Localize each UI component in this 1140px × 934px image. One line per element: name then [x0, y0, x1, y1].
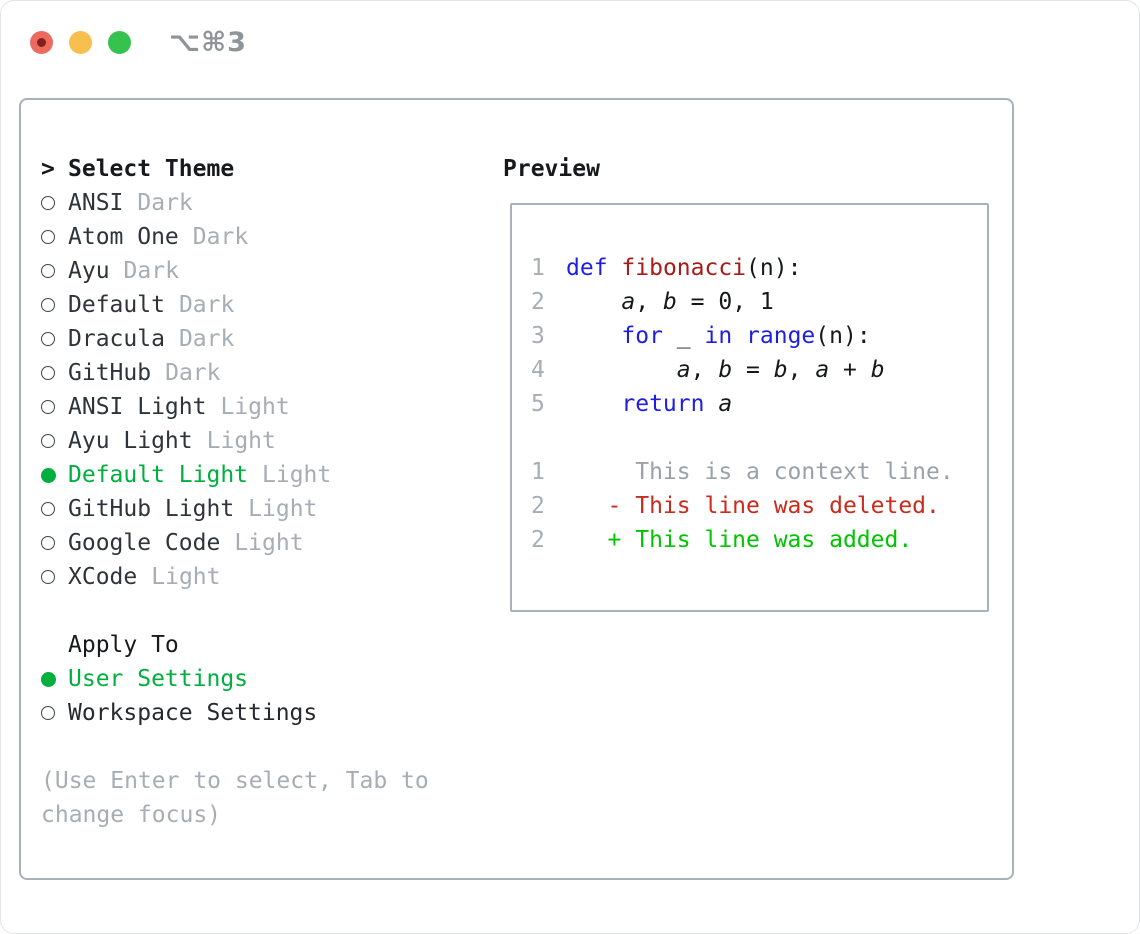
radio-off-icon: [41, 502, 68, 516]
diff-context-line: 1 This is a context line.: [531, 459, 954, 485]
code-line-2: 2 a, b = 0, 1: [531, 289, 774, 315]
titlebar: ⌥⌘3: [30, 27, 247, 58]
minimize-button-icon[interactable]: [69, 31, 92, 54]
theme-option-default-dark[interactable]: Default Dark: [41, 288, 429, 322]
apply-to-title: Apply To: [68, 632, 179, 658]
code-line-3: 3 for _ in range(n):: [531, 323, 871, 349]
theme-name: ANSI: [68, 190, 124, 216]
theme-name: Ayu: [68, 258, 110, 284]
theme-variant: Dark: [165, 360, 221, 386]
theme-variant: Light: [262, 462, 332, 488]
radio-off-icon: [41, 264, 68, 278]
theme-name: Default Light: [68, 462, 249, 488]
apply-option-label: User Settings: [68, 666, 249, 692]
diff-added-line: 2 + This line was added.: [531, 527, 913, 553]
radio-off-icon: [41, 536, 68, 550]
code-line-5: 5 return a: [531, 391, 733, 417]
theme-option-dracula-dark[interactable]: Dracula Dark: [41, 322, 429, 356]
radio-off-icon: [41, 434, 68, 448]
theme-name: Dracula: [68, 326, 165, 352]
theme-variant: Light: [248, 496, 318, 522]
theme-name: Atom One: [68, 224, 179, 250]
theme-list-column: > Select Theme ANSI Dark Atom One Dark A…: [41, 152, 429, 832]
theme-variant: Light: [234, 530, 304, 556]
theme-name: Google Code: [68, 530, 221, 556]
apply-option-label: Workspace Settings: [68, 700, 318, 726]
theme-selector-panel: > Select Theme ANSI Dark Atom One Dark A…: [19, 98, 1014, 880]
zoom-button-icon[interactable]: [108, 31, 131, 54]
code-blank-line: [531, 421, 987, 455]
theme-option-ayu-light[interactable]: Ayu Light Light: [41, 424, 429, 458]
apply-to-header: Apply To: [41, 628, 429, 662]
theme-option-ansi-dark[interactable]: ANSI Dark: [41, 186, 429, 220]
radio-off-icon: [41, 230, 68, 244]
hint-line-2: change focus): [41, 802, 222, 828]
radio-on-icon: [41, 671, 68, 687]
theme-option-ansi-light[interactable]: ANSI Light Light: [41, 390, 429, 424]
select-theme-header: > Select Theme: [41, 152, 429, 186]
apply-option-workspace-settings[interactable]: Workspace Settings: [41, 696, 429, 730]
theme-name: Ayu Light: [68, 428, 193, 454]
radio-off-icon: [41, 298, 68, 312]
radio-off-icon: [41, 366, 68, 380]
theme-name: ANSI Light: [68, 394, 207, 420]
radio-off-icon: [41, 706, 68, 720]
select-theme-title: Select Theme: [68, 156, 235, 182]
radio-off-icon: [41, 332, 68, 346]
theme-variant: Dark: [178, 326, 235, 352]
theme-variant: Dark: [137, 190, 193, 216]
theme-name: XCode: [68, 564, 138, 590]
theme-option-default-light-selected[interactable]: Default Light Light: [41, 458, 429, 492]
hint-line-1: (Use Enter to select, Tab to: [41, 768, 429, 794]
theme-option-github-dark[interactable]: GitHub Dark: [41, 356, 429, 390]
theme-option-google-code[interactable]: Google Code Light: [41, 526, 429, 560]
diff-deleted-line: 2 - This line was deleted.: [531, 493, 940, 519]
theme-variant: Light: [151, 564, 221, 590]
preview-title: Preview: [503, 156, 600, 182]
theme-name: GitHub: [68, 360, 152, 386]
radio-off-icon: [41, 570, 68, 584]
window-title: ⌥⌘3: [169, 27, 247, 58]
theme-option-ayu-dark[interactable]: Ayu Dark: [41, 254, 429, 288]
radio-on-icon: [41, 467, 68, 483]
theme-name: Default: [68, 292, 165, 318]
theme-name: GitHub Light: [68, 496, 235, 522]
cursor-icon: >: [41, 156, 55, 182]
close-button-icon[interactable]: [30, 31, 53, 54]
code-line-4: 4 a, b = b, a + b: [531, 357, 885, 383]
theme-variant: Light: [220, 394, 290, 420]
theme-variant: Dark: [192, 224, 249, 250]
theme-variant: Light: [206, 428, 276, 454]
theme-option-xcode[interactable]: XCode Light: [41, 560, 429, 594]
radio-off-icon: [41, 196, 68, 210]
theme-option-github-light[interactable]: GitHub Light Light: [41, 492, 429, 526]
theme-variant: Dark: [123, 258, 179, 284]
theme-variant: Dark: [178, 292, 235, 318]
radio-off-icon: [41, 400, 68, 414]
theme-option-atom-one-dark[interactable]: Atom One Dark: [41, 220, 429, 254]
apply-option-user-settings[interactable]: User Settings: [41, 662, 429, 696]
